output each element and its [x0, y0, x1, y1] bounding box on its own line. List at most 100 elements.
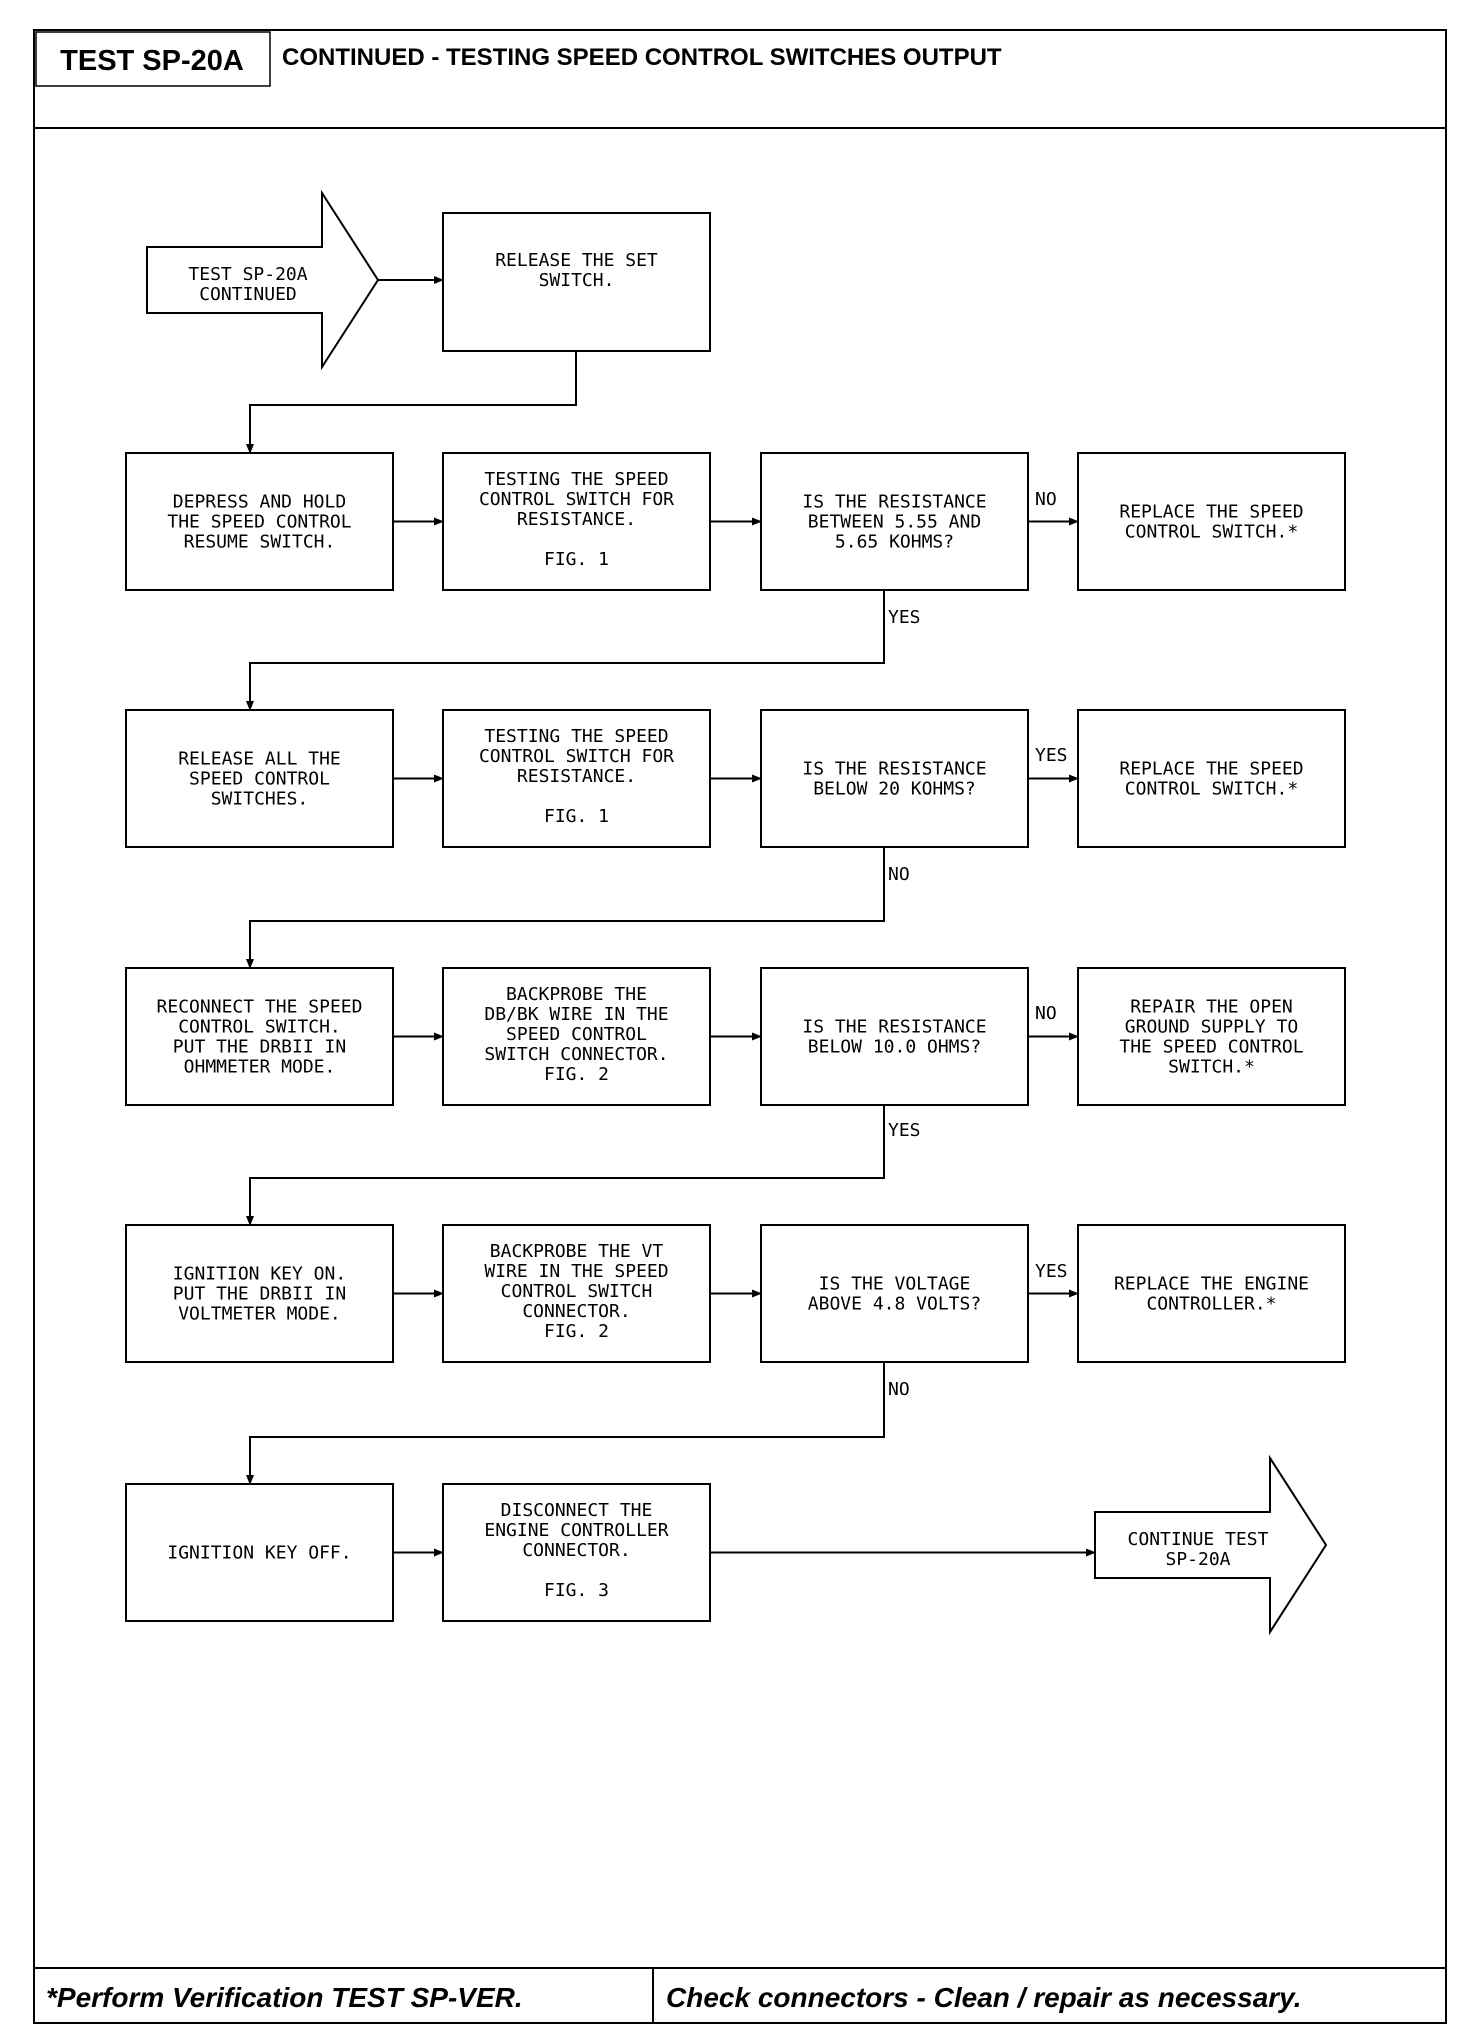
node-ignition-off: IGNITION KEY OFF.: [125, 1483, 394, 1622]
start-arrow-text-line: TEST SP-20A: [188, 264, 307, 285]
edge-label-q1-no: NO: [1035, 489, 1057, 510]
footer-verification-note: *Perform Verification TEST SP-VER.: [46, 1982, 523, 2013]
node-ignition-on: IGNITION KEY ON.PUT THE DRBII INVOLTMETE…: [125, 1224, 394, 1363]
node-box: [1077, 967, 1346, 1106]
node-box: [442, 1483, 711, 1622]
node-reconnect-switch-line: CONTROL SWITCH.: [178, 1017, 341, 1038]
node-ignition-on-line: IGNITION KEY ON.: [173, 1264, 346, 1285]
edge-labels: NO YES YES NO NO YES YES NO: [888, 489, 1068, 1400]
connector-row1-down: [246, 847, 885, 969]
node-box: [1077, 1224, 1346, 1363]
node-box: [760, 1224, 1029, 1363]
node-depress-resume-line: RESUME SWITCH.: [184, 532, 336, 553]
node-release-all-line: SWITCHES.: [211, 789, 309, 810]
node-reconnect-switch-line: PUT THE DRBII IN: [173, 1037, 346, 1058]
edge-label-q2-yes: YES: [1035, 745, 1068, 766]
node-ignition-on-line: PUT THE DRBII IN: [173, 1284, 346, 1305]
end-arrow-shape: [1094, 1454, 1328, 1636]
node-replace-switch-1-line: CONTROL SWITCH.*: [1125, 522, 1298, 543]
node-release-all-line: RELEASE ALL THE: [178, 749, 341, 770]
node-box: [442, 452, 711, 591]
node-backprobe-dbbk-line: DB/BK WIRE IN THE: [484, 1004, 668, 1025]
start-arrow-text-line: CONTINUED: [199, 284, 297, 305]
footer-connector-note: Check connectors - Clean / repair as nec…: [666, 1982, 1302, 2013]
node-test-resistance-1-line: TESTING THE SPEED: [484, 469, 668, 490]
node-release-set-line: SWITCH.: [539, 270, 615, 291]
node-box: [125, 1483, 394, 1622]
edge-label-q2-no: NO: [888, 864, 910, 885]
node-q-resistance-20k-line: IS THE RESISTANCE: [802, 759, 986, 780]
node-backprobe-vt-line: CONNECTOR.: [522, 1301, 630, 1322]
node-reconnect-switch-line: RECONNECT THE SPEED: [157, 997, 363, 1018]
node-box: [442, 1224, 711, 1363]
node-repair-ground-line: SWITCH.*: [1168, 1057, 1255, 1078]
edge-label-q4-yes: YES: [1035, 1261, 1068, 1282]
node-backprobe-dbbk-line: SWITCH CONNECTOR.: [484, 1044, 668, 1065]
node-box: [760, 967, 1029, 1106]
end-arrow-text-line: SP-20A: [1165, 1549, 1230, 1570]
connector-row0-down: [246, 590, 885, 711]
connector-row2-down: [246, 1105, 885, 1226]
node-test-resistance-2-line: CONTROL SWITCH FOR: [479, 746, 674, 767]
end-arrow-text-line: CONTINUE TEST: [1128, 1529, 1269, 1550]
node-q-voltage-line: IS THE VOLTAGE: [819, 1274, 971, 1295]
node-q-resistance-range-line: 5.65 KOHMS?: [835, 532, 954, 553]
node-release-all-line: SPEED CONTROL: [189, 769, 330, 790]
node-backprobe-vt-line: WIRE IN THE SPEED: [484, 1261, 668, 1282]
node-box: [760, 709, 1029, 848]
node-test-resistance-1-line: RESISTANCE.: [517, 509, 636, 530]
node-box: [1077, 709, 1346, 848]
node-disconnect-controller-line: ENGINE CONTROLLER: [484, 1520, 668, 1541]
node-test-resistance-2-line: RESISTANCE.: [517, 766, 636, 787]
node-q-resistance-10-line: BELOW 10.0 OHMS?: [808, 1037, 981, 1058]
node-box: [442, 967, 711, 1106]
node-backprobe-vt-line: BACKPROBE THE VT: [490, 1241, 664, 1262]
node-q-resistance-range-line: IS THE RESISTANCE: [802, 492, 986, 513]
node-backprobe-vt-line: FIG. 2: [544, 1321, 609, 1342]
edge-label-q1-yes: YES: [888, 607, 921, 628]
node-backprobe-dbbk-line: FIG. 2: [544, 1064, 609, 1085]
node-disconnect-controller-line: DISCONNECT THE: [501, 1500, 653, 1521]
test-id-label: TEST SP-20A: [60, 44, 244, 77]
node-q-resistance-20k-line: BELOW 20 KOHMS?: [813, 779, 976, 800]
node-backprobe-dbbk-line: SPEED CONTROL: [506, 1024, 647, 1045]
node-test-resistance-2-line: TESTING THE SPEED: [484, 726, 668, 747]
node-q-resistance-10-line: IS THE RESISTANCE: [802, 1017, 986, 1038]
node-box: [125, 967, 394, 1106]
edge-label-q3-no: NO: [1035, 1003, 1057, 1024]
node-replace-controller-line: CONTROLLER.*: [1146, 1294, 1276, 1315]
node-ignition-off-line: IGNITION KEY OFF.: [167, 1543, 351, 1564]
node-backprobe-dbbk-line: BACKPROBE THE: [506, 984, 647, 1005]
node-replace-switch-2-line: CONTROL SWITCH.*: [1125, 779, 1298, 800]
node-box: [442, 212, 711, 352]
node-repair-ground-line: REPAIR THE OPEN: [1130, 997, 1293, 1018]
connectors: [246, 276, 1096, 1557]
node-box: [125, 452, 394, 591]
node-test-resistance-2-line: FIG. 1: [544, 806, 609, 827]
node-box: [125, 1224, 394, 1363]
node-disconnect-controller-line: CONNECTOR.: [522, 1540, 630, 1561]
node-replace-controller-line: REPLACE THE ENGINE: [1114, 1274, 1309, 1295]
node-ignition-on-line: VOLTMETER MODE.: [178, 1304, 341, 1325]
node-depress-resume-line: DEPRESS AND HOLD: [173, 492, 346, 513]
edge-label-q3-yes: YES: [888, 1120, 921, 1141]
connector-row3-down: [246, 1362, 885, 1485]
node-box: [760, 452, 1029, 591]
